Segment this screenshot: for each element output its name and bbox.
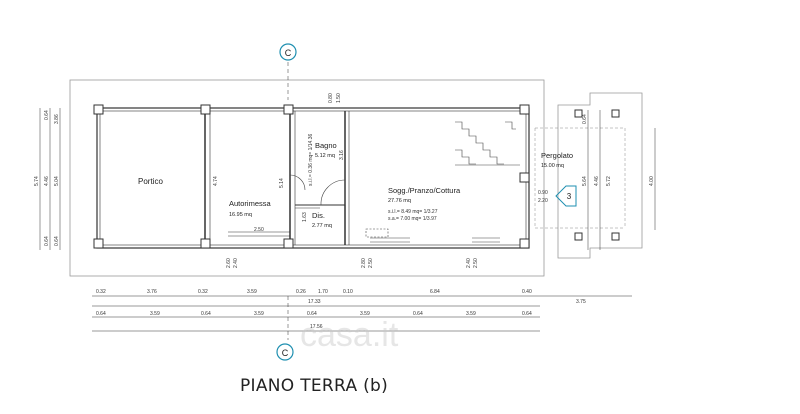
stairs xyxy=(455,121,520,166)
building-footprint xyxy=(69,79,545,277)
dim-text: 0.64 xyxy=(201,311,211,317)
dim-text: 3.75 xyxy=(576,299,586,305)
dim-text: 0.64 xyxy=(54,236,60,246)
dim-text: 6.84 xyxy=(430,289,440,295)
room-note-bagno: s.i.l.= 0.36 mq= 1/14.36 xyxy=(308,134,314,186)
dim-total: 17.56 xyxy=(310,324,323,330)
dim-text: 2.80 xyxy=(361,258,367,268)
dim-text: 4.46 xyxy=(594,176,600,186)
room-area-bagno: 5.12 mq xyxy=(315,153,335,159)
dim-text: 0.64 xyxy=(307,311,317,317)
watermark: casa.it xyxy=(300,316,399,354)
room-area-dis: 2.77 mq xyxy=(312,223,332,229)
dim-total: 17.33 xyxy=(308,299,321,305)
dim-text: 5.64 xyxy=(582,176,588,186)
pillars xyxy=(93,104,620,249)
dim-text: 3.76 xyxy=(147,289,157,295)
dim-text: 2.40 xyxy=(233,258,239,268)
dim-text: 3.16 xyxy=(339,150,345,160)
dim-text: 1.70 xyxy=(318,289,328,295)
room-label-autorimessa: Autorimessa xyxy=(229,199,272,208)
room-note-soggiorno-sa: s.a.= 7.00 mq= 1/3.97 xyxy=(388,216,437,222)
room-area-soggiorno: 27.76 mq xyxy=(388,198,411,204)
windows xyxy=(365,228,500,243)
dimension-row-1: 0.32 3.76 0.32 3.59 0.26 1.70 0.10 6.84 … xyxy=(96,289,586,305)
dim-text: 2.50 xyxy=(473,258,479,268)
room-area-autorimessa: 16.95 mq xyxy=(229,212,252,218)
dimension-lines xyxy=(39,62,656,340)
dimension-left: 0.64 3.86 0.64 5.74 4.46 5.04 0.64 xyxy=(34,110,60,246)
dim-text: 4.74 xyxy=(213,176,219,186)
dim-text: 0.64 xyxy=(582,114,588,124)
dim-text: 5.04 xyxy=(54,176,60,186)
section-marker-top-label: C xyxy=(285,48,292,58)
dim-text: 3.59 xyxy=(466,311,476,317)
dim-text: 2.50 xyxy=(368,258,374,268)
room-label-dis: Dis. xyxy=(312,211,325,220)
dim-text: 0.80 xyxy=(328,93,334,103)
dim-text: 5.72 xyxy=(606,176,612,186)
dim-text: 5.14 xyxy=(279,178,285,188)
room-label-portico: Portico xyxy=(138,177,163,186)
dim-text: 0.64 xyxy=(44,236,50,246)
dim-text: 0.64 xyxy=(413,311,423,317)
section-marker-top: C xyxy=(279,43,297,61)
plan-caption: PIANO TERRA (b) xyxy=(240,376,389,396)
dim-text: 0.64 xyxy=(522,311,532,317)
dim-text: 2.20 xyxy=(538,198,548,204)
dim-text: 2.40 xyxy=(466,258,472,268)
dim-text: 0.26 xyxy=(296,289,306,295)
dim-text: 0.10 xyxy=(343,289,353,295)
pergolato-slats xyxy=(534,127,626,229)
dim-text: 2.50 xyxy=(254,227,264,233)
room-note-soggiorno-sil: s.i.l.= 8.49 mq= 1/3.27 xyxy=(388,209,438,215)
dim-text: 4.00 xyxy=(649,176,655,186)
dim-text: 0.64 xyxy=(96,311,106,317)
section-marker-bottom-label: C xyxy=(282,348,289,358)
room-area-pergolato: 15.00 mq xyxy=(541,163,564,169)
dim-text: 4.46 xyxy=(44,176,50,186)
walls xyxy=(96,107,530,249)
dim-text: 5.74 xyxy=(34,176,40,186)
door-swings xyxy=(289,174,346,206)
section-marker-right-label: 3 xyxy=(567,192,572,201)
dim-text: 1.50 xyxy=(336,93,342,103)
dim-text: 3.59 xyxy=(254,311,264,317)
dim-text: 3.86 xyxy=(54,114,60,124)
dim-text: 3.59 xyxy=(150,311,160,317)
dim-text: 0.32 xyxy=(96,289,106,295)
dim-text: 1.63 xyxy=(302,212,308,222)
dimension-right: 0.64 4.46 5.64 5.72 4.00 xyxy=(582,114,655,186)
room-label-soggiorno: Sogg./Pranzo/Cottura xyxy=(388,186,461,195)
room-label-pergolato: Pergolato xyxy=(541,151,573,160)
section-marker-right: 3 xyxy=(555,185,577,207)
dim-text: 0.32 xyxy=(198,289,208,295)
section-marker-bottom: C xyxy=(276,343,294,361)
dimension-row-2: 0.64 3.59 0.64 3.59 0.64 3.59 0.64 3.59 … xyxy=(96,311,532,330)
dim-text: 3.59 xyxy=(247,289,257,295)
dim-text: 0.90 xyxy=(538,190,548,196)
dim-text: 3.59 xyxy=(360,311,370,317)
dim-text: 0.64 xyxy=(44,110,50,120)
room-label-bagno: Bagno xyxy=(315,141,337,150)
dim-text: 0.40 xyxy=(522,289,532,295)
dimension-interior: 4.74 5.14 1.63 3.16 0.80 1.50 0.90 2.20 … xyxy=(213,93,548,268)
pergolato-outline xyxy=(557,92,643,259)
dim-text: 2.60 xyxy=(226,258,232,268)
